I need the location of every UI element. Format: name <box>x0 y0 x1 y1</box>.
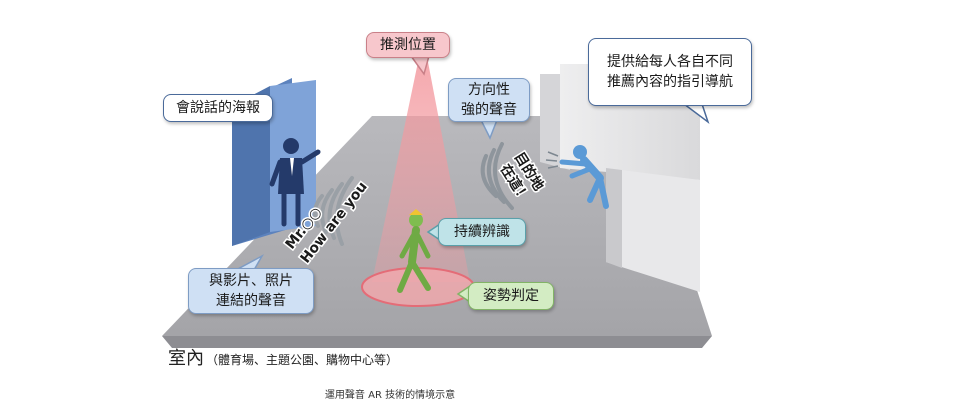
poster-sound-waves-icon <box>312 176 354 246</box>
callout-talking-poster: 會說話的海報 <box>163 94 273 122</box>
callout-continuous-recognition: 持續辨識 <box>438 218 526 246</box>
callout-tails <box>235 55 710 304</box>
floor-label-sub: （體育場、主題公園、購物中心等） <box>206 353 399 367</box>
floor-label-main: 室內 <box>168 348 204 369</box>
figure-caption: 運用聲音 AR 技術的情境示意 <box>324 390 456 401</box>
guided-person-icon <box>559 145 609 209</box>
speech-lines-icon <box>545 151 559 169</box>
floor-label: 室內（體育場、主題公園、購物中心等） <box>168 344 398 370</box>
callout-estimate-position: 推測位置 <box>366 32 450 58</box>
directional-sound-waves-icon <box>480 142 514 210</box>
callout-posture-judgment: 姿勢判定 <box>468 282 554 310</box>
speaker-figure-icon <box>269 138 321 227</box>
callout-directional-sound: 方向性 強的聲音 <box>448 78 530 122</box>
callout-media-linked-sound: 與影片、照片 連結的聲音 <box>188 268 314 314</box>
walking-person-icon <box>397 209 431 293</box>
callout-personal-guidance: 提供給每人各自不同 推薦內容的指引導航 <box>588 38 752 106</box>
